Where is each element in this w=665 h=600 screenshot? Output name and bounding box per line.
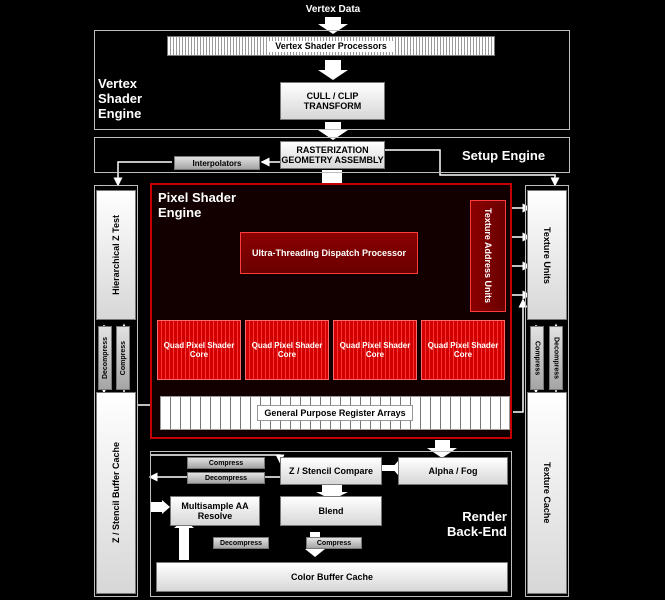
left-column-frame	[94, 185, 138, 597]
quad-pixel-shader-core-1: Quad Pixel Shader Core	[157, 320, 241, 380]
left-compress: Compress	[116, 326, 130, 390]
setup-engine-frame	[94, 137, 570, 173]
quad-pixel-shader-core-4: Quad Pixel Shader Core	[421, 320, 505, 380]
left-compress-label: Compress	[119, 340, 127, 376]
texture-units: Texture Units	[527, 190, 567, 320]
setup-engine-title: Setup Engine	[462, 148, 546, 163]
ultra-threading-dispatch-processor: Ultra-Threading Dispatch Processor	[240, 232, 418, 274]
blend: Blend	[280, 496, 382, 526]
left-decompress: Decompress	[98, 326, 112, 390]
render-decompress: Decompress	[187, 472, 265, 484]
render-back-end-title: Render Back-End	[447, 509, 507, 539]
msaa-decompress: Decompress	[213, 537, 269, 549]
hierarchical-z-test-label: Hierarchical Z Test	[111, 215, 121, 295]
z-stencil-compare: Z / Stencil Compare	[280, 457, 382, 485]
vertex-data-label: Vertex Data	[305, 4, 361, 15]
left-decompress-label: Decompress	[101, 336, 109, 380]
hierarchical-z-test: Hierarchical Z Test	[96, 190, 136, 320]
color-buffer-cache: Color Buffer Cache	[156, 562, 508, 592]
vertex-shader-engine-frame	[94, 30, 570, 130]
texture-address-units: Texture Address Units	[470, 200, 506, 312]
cull-clip-transform: CULL / CLIP TRANSFORM	[280, 82, 385, 120]
texture-cache-label: Texture Cache	[542, 462, 552, 524]
quad-pixel-shader-core-3: Quad Pixel Shader Core	[333, 320, 417, 380]
vertex-shader-processors: Vertex Shader Processors	[167, 36, 495, 56]
texture-cache: Texture Cache	[527, 392, 567, 594]
right-compress-label: Compress	[533, 340, 541, 376]
general-purpose-register-arrays-label: General Purpose Register Arrays	[257, 405, 413, 421]
vertex-shader-engine-title: Vertex Shader Engine	[98, 76, 143, 121]
right-compress: Compress	[530, 326, 544, 390]
quad-pixel-shader-core-2: Quad Pixel Shader Core	[245, 320, 329, 380]
render-back-end-frame	[150, 451, 512, 597]
interpolators: Interpolators	[174, 156, 260, 170]
blend-compress: Compress	[306, 537, 362, 549]
z-stencil-buffer-cache: Z / Stencil Buffer Cache	[96, 392, 136, 594]
z-stencil-buffer-cache-label: Z / Stencil Buffer Cache	[111, 442, 121, 544]
general-purpose-register-arrays: General Purpose Register Arrays	[160, 396, 510, 430]
alpha-fog: Alpha / Fog	[398, 457, 508, 485]
render-compress: Compress	[187, 457, 265, 469]
right-decompress-label: Decompress	[552, 336, 560, 380]
pixel-shader-engine-title: Pixel Shader Engine	[158, 190, 237, 220]
texture-units-label: Texture Units	[542, 226, 552, 284]
multisample-aa-resolve: Multisample AA Resolve	[170, 496, 260, 526]
texture-address-units-label: Texture Address Units	[483, 208, 493, 304]
right-column-frame	[525, 185, 569, 597]
vertex-shader-processors-label: Vertex Shader Processors	[269, 40, 393, 52]
rasterization-geometry-assembly: RASTERIZATION GEOMETRY ASSEMBLY	[280, 141, 385, 169]
right-decompress: Decompress	[549, 326, 563, 390]
